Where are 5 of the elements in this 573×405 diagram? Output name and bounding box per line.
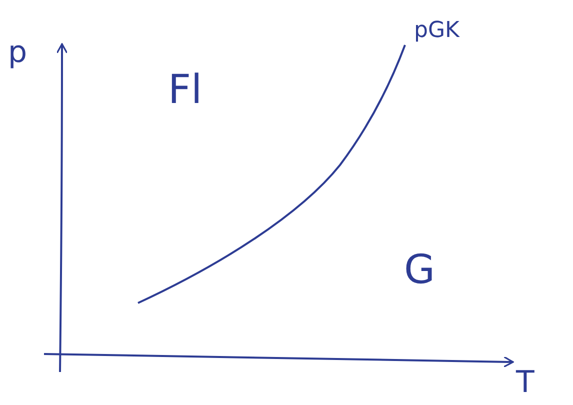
axis-label: T: [516, 368, 534, 398]
region-label: G: [404, 250, 435, 290]
axis-label: p: [8, 38, 28, 68]
region-label: Fl: [168, 70, 202, 110]
curve-label: pGK: [414, 20, 460, 42]
